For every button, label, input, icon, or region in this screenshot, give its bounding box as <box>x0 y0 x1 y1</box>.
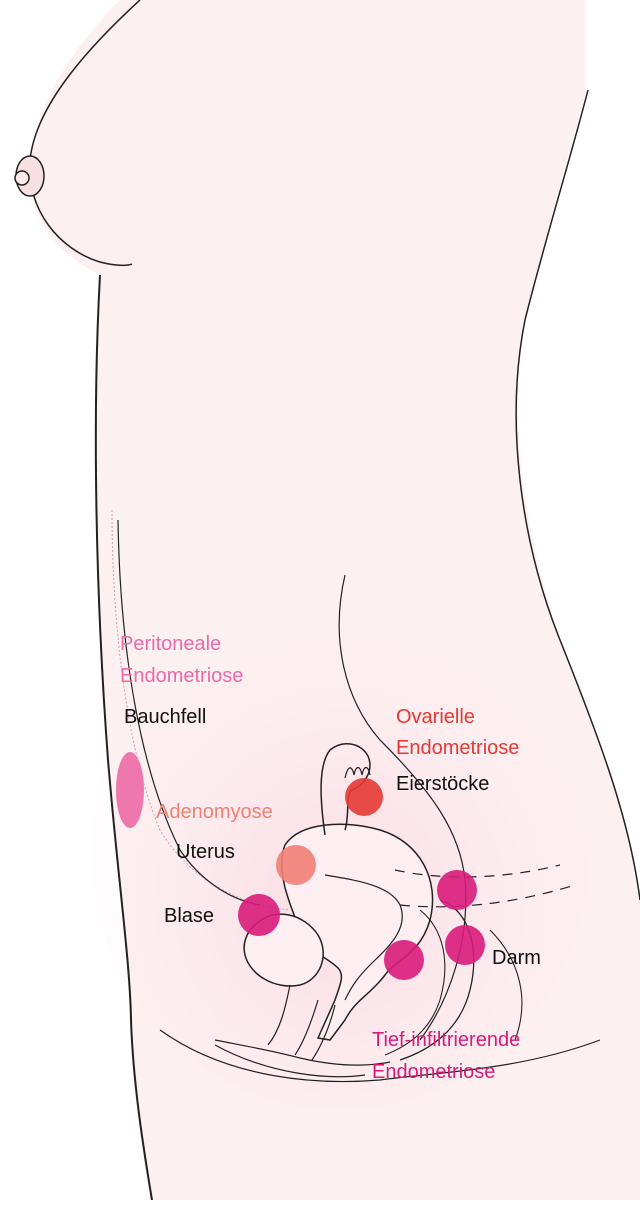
label-uterus: Uterus <box>176 840 235 865</box>
lesion-bladder <box>238 894 280 936</box>
label-bauchfell: Bauchfell <box>124 705 206 730</box>
label-adenomyose: Adenomyose <box>156 800 273 825</box>
lesion-peritoneal <box>116 752 144 828</box>
lesion-deep-rectovaginal <box>384 940 424 980</box>
lesion-deep-upper <box>437 870 477 910</box>
label-blase: Blase <box>164 904 214 929</box>
lesion-adenomyosis <box>276 845 316 885</box>
label-deep-1: Tief-infiltrierende <box>372 1028 520 1053</box>
label-deep-2: Endometriose <box>372 1060 495 1085</box>
label-peritoneal-1: Peritoneale <box>120 632 221 657</box>
lesion-deep-lower <box>445 925 485 965</box>
label-ovarian-2: Endometriose <box>396 736 519 761</box>
nipple-tip <box>15 171 29 185</box>
lesion-ovarian <box>345 778 383 816</box>
label-peritoneal-2: Endometriose <box>120 664 243 689</box>
label-darm: Darm <box>492 946 541 971</box>
label-eierstoecke: Eierstöcke <box>396 772 489 797</box>
label-ovarian-1: Ovarielle <box>396 705 475 730</box>
